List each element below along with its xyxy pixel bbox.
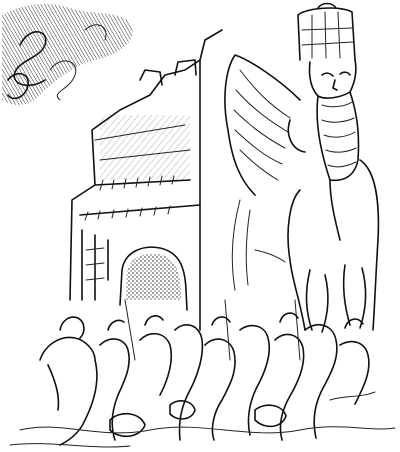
city-wall <box>69 29 223 301</box>
smoke-cloud <box>2 4 133 106</box>
lamassu-figure <box>224 2 380 333</box>
arched-gate <box>119 246 188 311</box>
crowd-of-figures <box>9 299 396 448</box>
